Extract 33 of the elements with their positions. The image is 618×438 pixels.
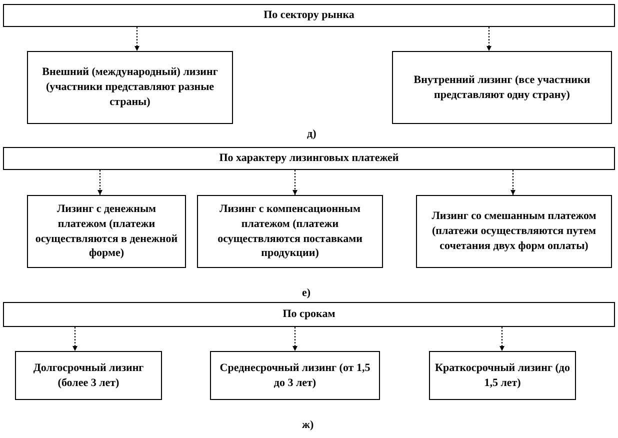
panel-label: ж) bbox=[302, 419, 314, 431]
box-text: Лизинг со смешанным платежом (платежи осуществляются путем сочетания двух форм оплаты) bbox=[430, 209, 598, 254]
box-text: Лизинг с денежным платежом (платежи осуществляются в денежной форме) bbox=[34, 202, 179, 262]
box-text: Среднесрочный лизинг (от 1,5 до 3 лет) bbox=[218, 360, 372, 390]
box-text: По сектору рынка bbox=[264, 8, 354, 23]
category-box bbox=[3, 302, 615, 327]
arrow bbox=[486, 26, 492, 52]
arrow bbox=[500, 326, 504, 352]
category-box bbox=[27, 51, 233, 124]
box-text: По характеру лизинговых платежей bbox=[219, 151, 399, 166]
panel-label: е) bbox=[302, 287, 311, 299]
arrow bbox=[98, 170, 102, 196]
arrow bbox=[72, 326, 78, 352]
box-text: Лизинг с компенсационным платежом (платежи осуществляются поставками продукции) bbox=[216, 202, 364, 262]
box-text: Краткосрочный лизинг (до 1,5 лет) bbox=[434, 360, 571, 390]
box-text: Долгосрочный лизинг (более 3 лет) bbox=[32, 360, 145, 390]
box-text: Внешний (международный) лизинг (участники представляют разные страны) bbox=[41, 65, 219, 110]
category-box bbox=[197, 195, 383, 268]
category-box bbox=[3, 147, 615, 170]
category-header-box bbox=[3, 4, 615, 27]
category-box bbox=[15, 351, 162, 400]
category-box bbox=[392, 51, 612, 124]
box-text: Внутренний лизинг (все участники представляют одну страну) bbox=[412, 72, 592, 102]
arrow bbox=[510, 170, 516, 196]
category-box bbox=[210, 351, 380, 400]
panel-label: д) bbox=[307, 128, 316, 140]
arrow bbox=[292, 170, 298, 196]
category-box bbox=[416, 195, 612, 268]
category-box bbox=[429, 351, 576, 400]
arrow bbox=[134, 26, 140, 52]
box-text: По срокам bbox=[282, 307, 336, 322]
category-box bbox=[27, 195, 186, 268]
arrow bbox=[292, 326, 298, 352]
